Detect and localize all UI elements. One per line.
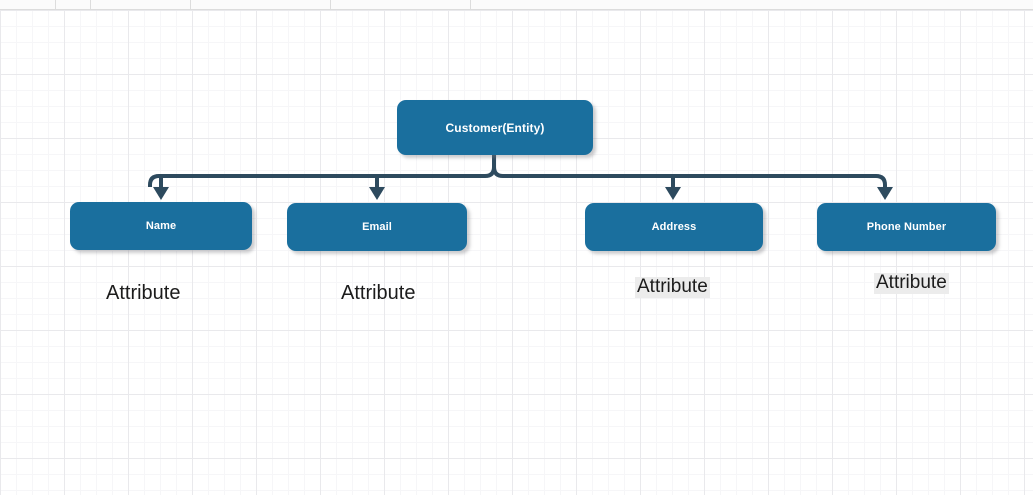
connector-bus-left (148, 166, 496, 187)
node-label: Phone Number (866, 221, 947, 233)
toolbar-strip[interactable] (0, 0, 1033, 10)
node-entity-customer[interactable]: Customer(Entity) (397, 100, 593, 155)
toolbar-divider-3 (330, 0, 331, 9)
node-label: Email (362, 221, 392, 233)
node-attribute-address[interactable]: Address (585, 203, 763, 251)
attribute-caption-0: Attribute (106, 282, 181, 304)
node-attribute-email[interactable]: Email (287, 203, 467, 251)
arrowhead-phone-number (877, 187, 893, 200)
arrowhead-email (369, 187, 385, 200)
attribute-caption-3: Attribute (874, 272, 949, 294)
connector-bus-right (492, 166, 887, 187)
attribute-caption-2: Attribute (635, 276, 710, 298)
toolbar-divider-1 (90, 0, 91, 9)
node-attribute-name[interactable]: Name (70, 202, 252, 250)
node-label: Address (651, 221, 697, 233)
arrowhead-name (153, 187, 169, 200)
toolbar-divider-4 (470, 0, 471, 9)
toolbar-divider-0 (55, 0, 56, 9)
toolbar-divider-2 (190, 0, 191, 9)
arrowhead-address (665, 187, 681, 200)
node-attribute-phone-number[interactable]: Phone Number (817, 203, 996, 251)
node-label: Name (145, 220, 177, 232)
node-label: Customer(Entity) (445, 120, 545, 135)
attribute-caption-1: Attribute (341, 282, 416, 304)
